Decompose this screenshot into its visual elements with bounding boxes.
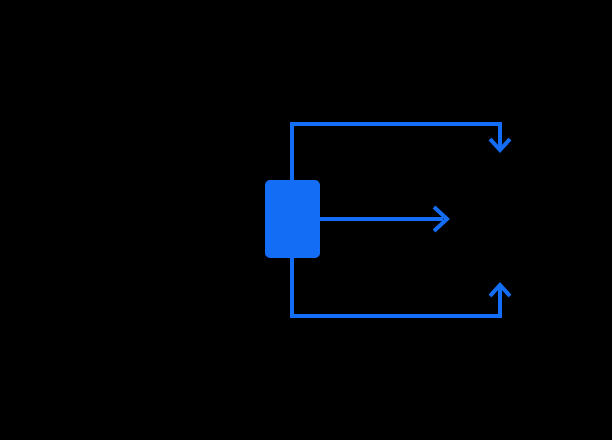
central-node xyxy=(265,180,320,258)
arrow-right-icon xyxy=(432,205,450,233)
arrow-down-icon xyxy=(488,137,512,153)
top-loop-connector xyxy=(290,122,512,180)
arrow-up-icon xyxy=(488,282,512,298)
middle-connector xyxy=(320,205,450,233)
bottom-loop-connector xyxy=(290,258,512,318)
bottom-loop-line xyxy=(290,258,502,318)
top-loop-line xyxy=(290,122,502,180)
